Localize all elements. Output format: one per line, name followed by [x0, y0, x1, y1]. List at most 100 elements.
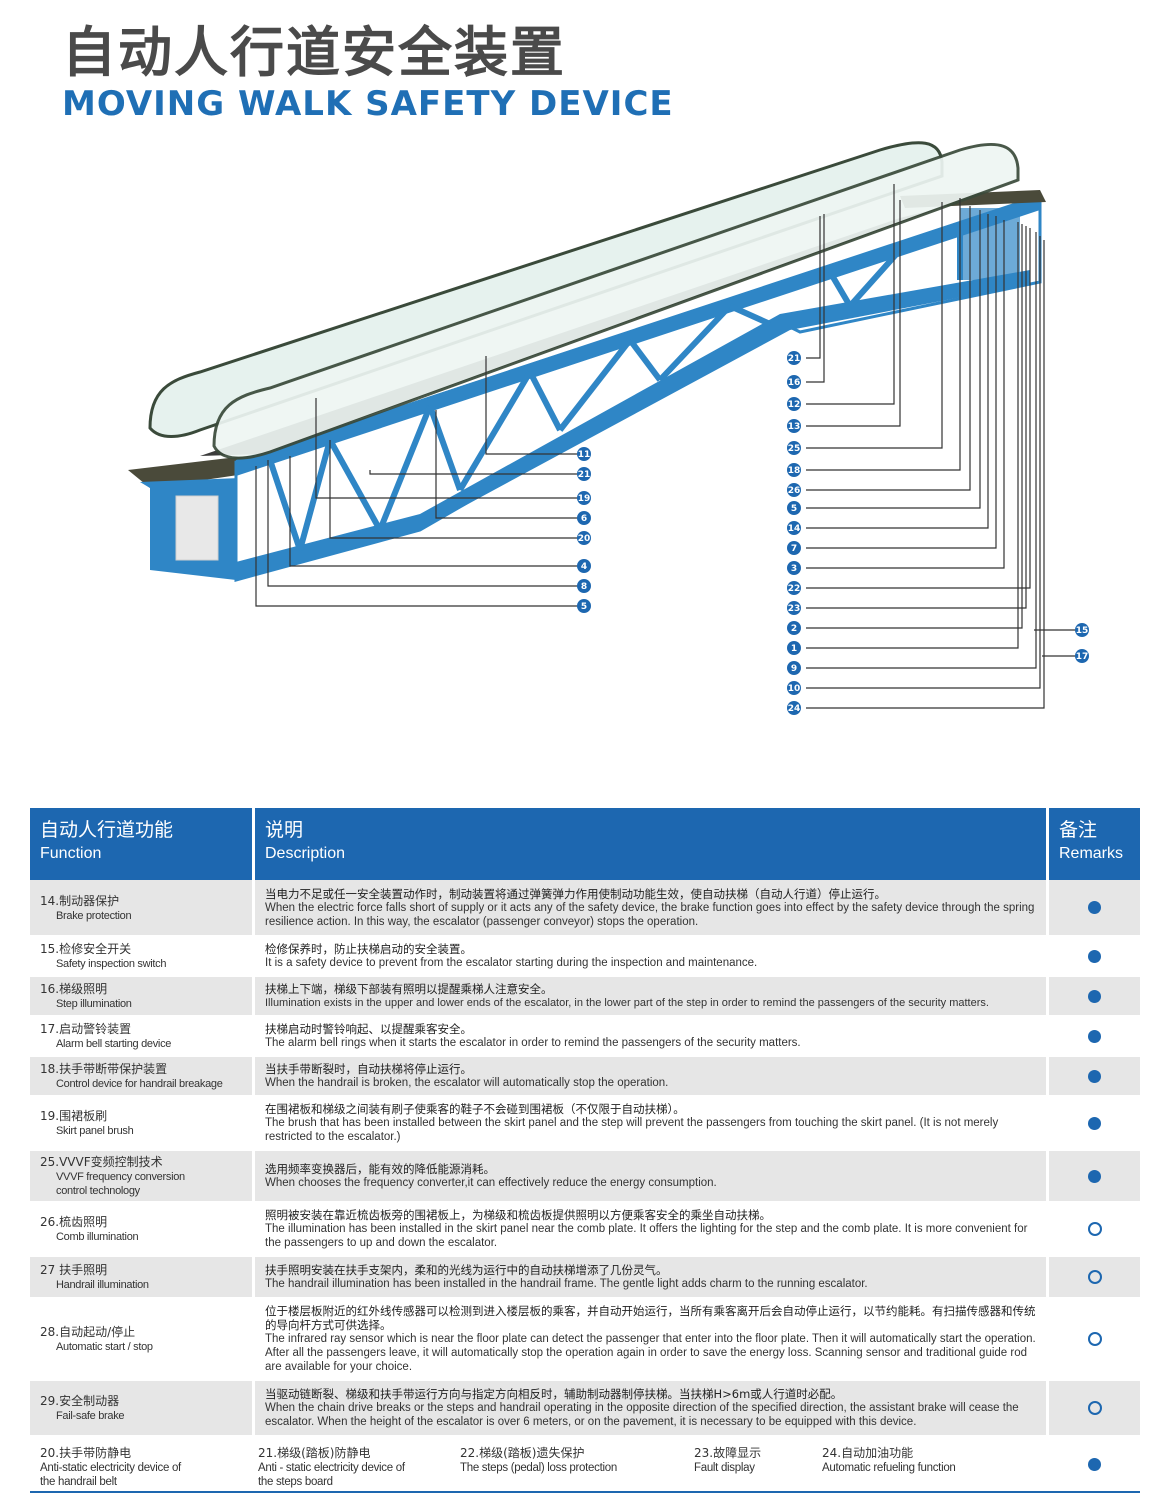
remark-dot: [1088, 901, 1101, 914]
page-title-en: MOVING WALK SAFETY DEVICE: [62, 84, 674, 124]
callout-label: 24: [788, 704, 801, 714]
callout-label: 15: [1076, 626, 1089, 636]
callout-marker: [787, 701, 801, 715]
combined-item: 20.扶手带防静电 Anti-static electricity device…: [30, 1437, 258, 1491]
callout-marker: [577, 579, 591, 593]
combined-item-en: Automatic refueling function: [822, 1462, 956, 1474]
callout-marker: [787, 351, 801, 365]
description-en: The illumination has been installed in t…: [265, 1223, 1028, 1249]
function-en: Brake protection: [56, 909, 132, 922]
function-cn: 16.梯级照明: [40, 982, 108, 996]
callout-marker: [577, 491, 591, 505]
function-cn: 29.安全制动器: [40, 1394, 120, 1408]
leader-lines: [255, 184, 1076, 709]
page-title-cn: 自动人行道安全装置: [62, 21, 566, 84]
callout-label: 14: [788, 524, 801, 534]
callout-marker: [577, 599, 591, 613]
callout-label: 3: [791, 564, 797, 574]
callout-label: 13: [788, 422, 801, 432]
callout-marker: [787, 375, 801, 389]
remark-dot: [1088, 1457, 1101, 1471]
combined-item: 21.梯级(踏板)防静电 Anti - static electricity d…: [258, 1437, 460, 1491]
combined-item-en: The steps (pedal) loss protection: [460, 1462, 617, 1474]
header-remarks: 备注 Remarks: [1049, 808, 1140, 880]
callout-label: 11: [578, 450, 591, 460]
truss-top-chord: [236, 196, 1040, 476]
function-en: Step illumination: [56, 998, 132, 1010]
remark-dot: [1088, 1169, 1101, 1183]
header-function: 自动人行道功能 Function: [30, 808, 255, 880]
remark-dot: [1088, 949, 1101, 963]
function-en: Handrail illumination: [56, 1279, 149, 1291]
callout-label: 21: [578, 470, 591, 480]
callout-label: 6: [581, 514, 587, 524]
combined-item: 24.自动加油功能 Automatic refueling function: [822, 1437, 1049, 1491]
balustrade-right: [212, 142, 1020, 460]
header-remarks-en: Remarks: [1059, 845, 1124, 862]
callout-marker: [577, 447, 591, 461]
callout-label: 5: [791, 504, 797, 514]
callout-label: 5: [581, 602, 587, 612]
combined-item-en: Anti-static electricity device of the ha…: [40, 1462, 181, 1488]
remark-dot: [1087, 1270, 1102, 1284]
description-cn: 在围裙板和梯级之间装有刷子使乘客的鞋子不会碰到围裙板（不仅限于自动扶梯）。: [265, 1102, 685, 1116]
remark-dot: [1088, 989, 1101, 1003]
moving-walk-diagram: 11 21 19 6 20 4 8 5 21 16 12 13 25 18 26…: [128, 141, 1089, 715]
description-cn: 位于楼层板附近的红外线传感器可以检测到进入楼层板的乘客，并自动开始运行，当所有乘…: [265, 1304, 1036, 1332]
description-en: The brush that has been installed betwee…: [265, 1117, 999, 1143]
function-cn: 15.检修安全开关: [40, 942, 132, 956]
callouts-left: 11 21 19 6 20 4 8 5: [577, 447, 591, 613]
combined-item-cn: 21.梯级(踏板)防静电: [258, 1446, 371, 1460]
function-cn: 26.梳齿照明: [40, 1215, 108, 1229]
description-cn: 当驱动链断裂、梯级和扶手带运行方向与指定方向相反时，辅助制动器制停扶梯。当扶梯H…: [265, 1387, 843, 1401]
callout-marker: [787, 641, 801, 655]
function-en: Automatic start / stop: [56, 1341, 153, 1353]
function-cn: 25.VVVF变频控制技术: [40, 1155, 163, 1169]
combined-remark: [1049, 1437, 1140, 1491]
callout-label: 18: [788, 466, 801, 476]
description-en: It is a safety device to prevent from th…: [265, 957, 758, 969]
callout-label: 10: [788, 684, 801, 694]
callout-label: 23: [788, 604, 801, 614]
description-en: The infrared ray sensor which is near th…: [265, 1333, 1036, 1373]
combined-item: 22.梯级(踏板)遗失保护 The steps (pedal) loss pro…: [460, 1437, 694, 1491]
remark-dot: [1088, 1029, 1101, 1043]
truss-bottom-chord: [236, 270, 1030, 580]
header-description-en: Description: [265, 845, 346, 862]
description-cn: 选用频率变换器后，能有效的降低能源消耗。: [265, 1162, 495, 1176]
lower-machine-box: [175, 495, 219, 561]
header-remarks-cn: 备注: [1059, 819, 1098, 841]
function-en: Safety inspection switch: [56, 958, 167, 970]
function-en: VVVF frequency conversion control techno…: [56, 1171, 185, 1197]
callout-marker: [787, 521, 801, 535]
function-cn: 14.制动器保护: [40, 893, 120, 908]
combined-item-en: Anti - static electricity device of the …: [258, 1462, 405, 1488]
safety-function-table: 自动人行道功能 Function 说明 Description 备注 Remar…: [30, 808, 1140, 1493]
remark-dot: [1088, 1069, 1101, 1083]
combined-item-cn: 23.故障显示: [694, 1446, 762, 1460]
callout-marker: [787, 501, 801, 515]
callout-label: 20: [578, 534, 591, 544]
function-cn: 27 扶手照明: [40, 1263, 108, 1277]
function-cn: 17.启动警铃装置: [40, 1022, 132, 1036]
remark-dot: [1087, 1332, 1102, 1346]
function-cn: 19.围裙板刷: [40, 1109, 108, 1123]
callout-label: 25: [788, 444, 801, 454]
function-en: Comb illumination: [56, 1231, 139, 1243]
table-header: 自动人行道功能 Function 说明 Description 备注 Remar…: [30, 808, 1140, 880]
callout-marker: [577, 559, 591, 573]
header-function-en: Function: [40, 845, 102, 862]
callout-marker: [1075, 623, 1089, 637]
callout-label: 16: [788, 378, 801, 388]
callout-marker: [577, 467, 591, 481]
callout-label: 4: [581, 562, 587, 572]
combined-item-cn: 22.梯级(踏板)遗失保护: [460, 1446, 585, 1460]
callout-label: 1: [791, 644, 797, 654]
